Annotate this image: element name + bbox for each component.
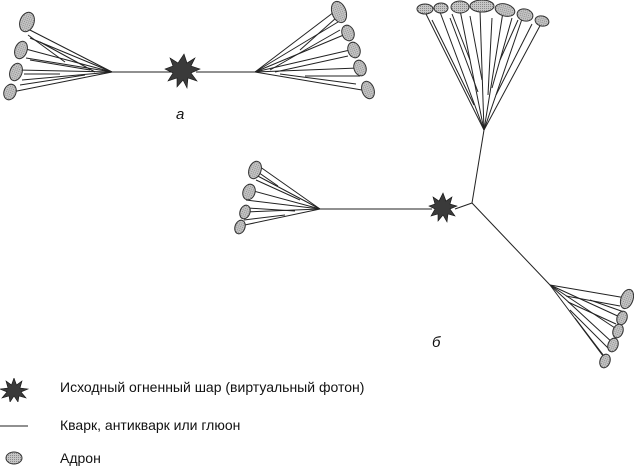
hadron bbox=[239, 204, 251, 220]
legend-item-hadron: Адрон bbox=[0, 449, 634, 473]
hadron bbox=[248, 160, 262, 180]
hadron bbox=[341, 24, 355, 42]
hadron bbox=[416, 3, 434, 15]
hadron bbox=[494, 3, 516, 17]
hadron bbox=[433, 2, 449, 14]
hadron bbox=[619, 288, 634, 310]
hadron bbox=[9, 62, 23, 82]
fireball-star bbox=[164, 53, 201, 90]
hadron bbox=[347, 41, 361, 59]
diagram-a-lines bbox=[11, 11, 363, 93]
hadron bbox=[14, 40, 28, 60]
hadron bbox=[616, 310, 628, 326]
hadron bbox=[516, 8, 534, 22]
diagram-a-hadrons bbox=[3, 0, 375, 101]
hadron bbox=[607, 337, 619, 353]
hadron bbox=[612, 323, 624, 339]
hadron bbox=[353, 59, 367, 77]
hadron bbox=[3, 83, 17, 101]
label-diagram-b: б bbox=[432, 334, 441, 351]
star-icon bbox=[0, 378, 30, 402]
hadron bbox=[450, 0, 470, 14]
legend-label: Исходный огненный шар (виртуальный фотон… bbox=[60, 379, 365, 395]
hadron bbox=[534, 15, 550, 27]
fireball-star bbox=[428, 192, 458, 223]
hadron bbox=[330, 0, 348, 24]
ellipse-icon bbox=[5, 451, 23, 465]
legend-item-quark: Кварк, антикварк или глюон bbox=[0, 416, 634, 440]
legend-label: Кварк, антикварк или глюон bbox=[60, 417, 241, 433]
diagram-b-lines bbox=[239, 9, 627, 361]
hadron bbox=[599, 353, 611, 369]
diagram-a bbox=[3, 0, 375, 101]
diagram-b bbox=[234, 0, 634, 369]
hadron bbox=[469, 0, 495, 13]
hadron bbox=[234, 219, 246, 235]
hadron bbox=[242, 183, 256, 201]
label-diagram-a: а bbox=[176, 106, 185, 123]
line-icon bbox=[0, 425, 28, 427]
diagram-b-hadrons bbox=[234, 0, 634, 369]
legend-label: Адрон bbox=[60, 450, 101, 466]
hadron bbox=[19, 11, 35, 33]
legend-item-fireball: Исходный огненный шар (виртуальный фотон… bbox=[0, 378, 634, 402]
hadron bbox=[361, 80, 375, 100]
